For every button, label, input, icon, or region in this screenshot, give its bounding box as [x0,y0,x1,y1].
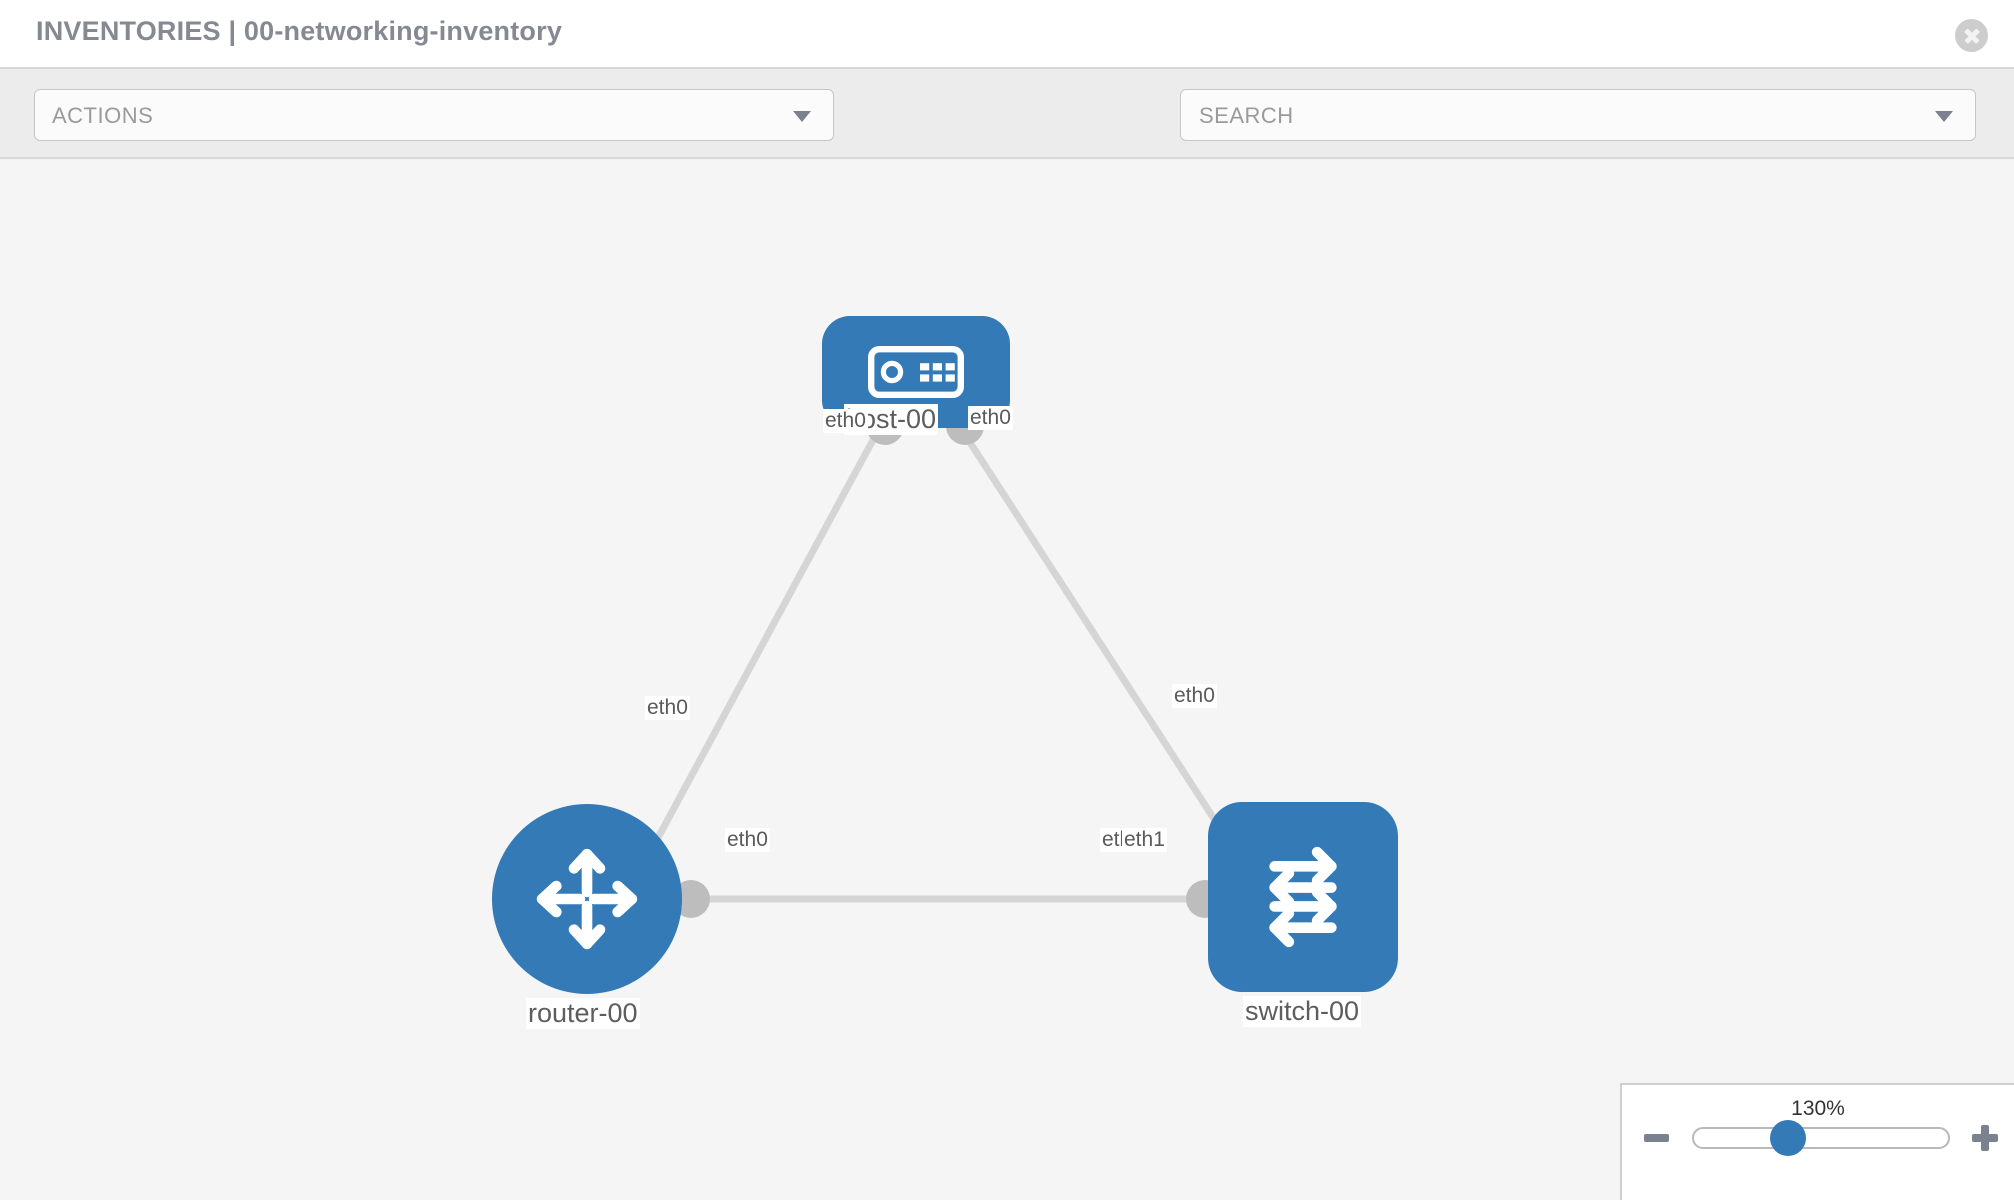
router-arrows-icon [536,848,638,950]
server-icon [868,346,964,398]
search-input[interactable]: SEARCH [1180,89,1976,141]
zoom-in-button[interactable] [1972,1125,1998,1151]
switch-node-shape[interactable] [1208,802,1398,992]
page-title: INVENTORIES | 00-networking-inventory [36,16,563,46]
iface-label-router-right: eth0 [725,828,770,852]
zoom-out-button[interactable] [1644,1134,1669,1142]
iface-label-host-left: eth0 [823,409,868,433]
search-placeholder: SEARCH [1199,103,1294,128]
zoom-slider-track[interactable] [1692,1127,1950,1149]
switch-arrows-icon [1269,846,1337,948]
chevron-down-icon[interactable] [1935,111,1953,122]
zoom-slider-thumb[interactable] [1770,1120,1806,1156]
zoom-level-value: 130% [1791,1097,1845,1120]
zoom-control-panel: 130% [1620,1083,2014,1200]
actions-dropdown[interactable]: ACTIONS [34,89,834,141]
iface-label-switch-left-b: eth1 [1122,828,1167,852]
topology-node-label: router-00 [526,998,640,1029]
chevron-down-icon [793,111,811,122]
router-node-shape[interactable] [492,804,682,994]
iface-label-switch-up: eth0 [1172,684,1217,708]
topology-node-label: switch-00 [1243,996,1362,1027]
close-icon[interactable] [1955,19,1988,52]
toolbar: ACTIONS SEARCH [0,69,2014,205]
iface-label-router-up: eth0 [645,696,690,720]
actions-dropdown-label: ACTIONS [52,103,154,128]
topology-canvas[interactable]: host-00 router-00 [0,159,2014,1200]
link-host-switch [957,425,1243,861]
iface-label-host-right: eth0 [968,406,1013,430]
page-header: INVENTORIES | 00-networking-inventory [0,0,2014,69]
link-host-router [636,425,884,873]
topology-links [636,425,1243,903]
